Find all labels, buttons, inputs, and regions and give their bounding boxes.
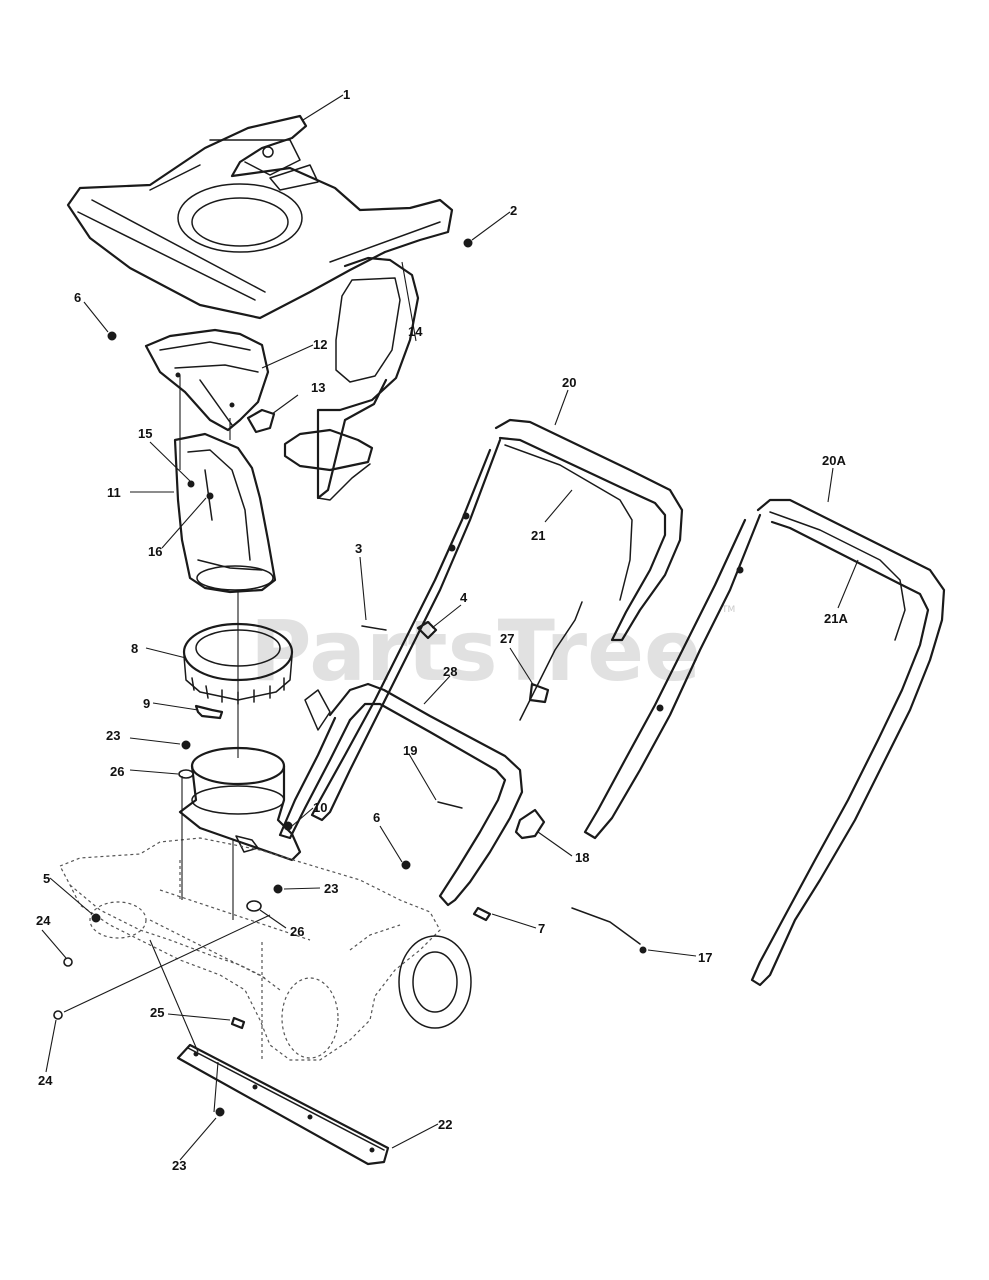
part-26-washer-b[interactable] <box>246 900 262 912</box>
callout-13: 13 <box>311 380 325 395</box>
callout-7: 7 <box>538 921 545 936</box>
part-24-bolt-a[interactable] <box>63 957 73 967</box>
callout-labels: 1 2 6 12 14 13 15 11 16 20 21 20A 21A 3 … <box>36 87 848 1173</box>
part-17-cable[interactable] <box>571 907 641 945</box>
callout-11: 11 <box>107 485 121 500</box>
callout-21: 21 <box>531 528 545 543</box>
part-18-knob[interactable] <box>514 808 546 840</box>
callout-26: 26 <box>110 764 124 779</box>
callout-19: 19 <box>403 743 417 758</box>
part-2-screw[interactable] <box>463 238 473 248</box>
callout-21A: 21A <box>824 611 848 626</box>
part-4-knob[interactable] <box>416 620 438 640</box>
callout-20A: 20A <box>822 453 846 468</box>
callout-12: 12 <box>313 337 327 352</box>
part-25-bolt[interactable] <box>230 1016 246 1030</box>
part-5-screw[interactable] <box>91 913 101 923</box>
part-23-nut-b[interactable] <box>273 884 283 894</box>
callout-15: 15 <box>138 426 152 441</box>
part-9-clip[interactable] <box>194 704 224 720</box>
part-6-nut-b[interactable] <box>401 860 411 870</box>
callout-4: 4 <box>460 590 468 605</box>
part-12-chute-deflector[interactable] <box>144 328 270 432</box>
part-1-shroud[interactable] <box>66 114 454 320</box>
part-7-bolt[interactable] <box>472 906 492 922</box>
part-24-bolt-b[interactable] <box>53 1010 63 1020</box>
callout-9: 9 <box>143 696 150 711</box>
callout-25: 25 <box>150 1005 164 1020</box>
part-10-chute-base[interactable] <box>178 746 302 862</box>
part-19-bolt[interactable] <box>437 801 463 809</box>
part-26-washer-a[interactable] <box>178 769 194 779</box>
alignment-lines <box>63 375 271 1113</box>
part-10-bolt[interactable] <box>283 821 293 831</box>
callout-1: 1 <box>343 87 350 102</box>
callout-10: 10 <box>313 800 327 815</box>
part-3-pin[interactable] <box>361 625 387 631</box>
callout-23: 23 <box>106 728 120 743</box>
callout-17: 17 <box>698 950 712 965</box>
callout-20: 20 <box>562 375 576 390</box>
snowthrower-frame <box>59 837 472 1061</box>
callout-8: 8 <box>131 641 138 656</box>
callout-18: 18 <box>575 850 589 865</box>
callout-16: 16 <box>148 544 162 559</box>
part-23-nut-c[interactable] <box>215 1107 225 1117</box>
part-23-nut-a[interactable] <box>181 740 191 750</box>
part-14-grip[interactable] <box>283 256 420 501</box>
callout-28: 28 <box>443 664 457 679</box>
part-20-upper-handle[interactable] <box>310 418 684 822</box>
callout-5: 5 <box>43 871 50 886</box>
part-20A-upper-handle-alt[interactable] <box>583 498 946 987</box>
callout-2: 2 <box>510 203 517 218</box>
part-22-shave-plate[interactable] <box>176 1043 390 1166</box>
part-28-lower-handle[interactable] <box>278 682 524 907</box>
callout-27: 27 <box>500 631 514 646</box>
callout-14: 14 <box>408 324 423 339</box>
watermark: PartsTree TM <box>250 602 735 700</box>
callout-22: 22 <box>438 1117 452 1132</box>
callout-26b: 26 <box>290 924 304 939</box>
part-13-knob[interactable] <box>246 408 276 434</box>
callout-3: 3 <box>355 541 362 556</box>
part-11-chute[interactable] <box>173 432 277 594</box>
callout-6b: 6 <box>373 810 380 825</box>
watermark-text: PartsTree <box>250 602 701 700</box>
callout-23b: 23 <box>324 881 338 896</box>
callout-24: 24 <box>36 913 51 928</box>
part-17-end[interactable] <box>639 946 647 954</box>
part-6-nut-top[interactable] <box>107 331 117 341</box>
callout-24b: 24 <box>38 1073 53 1088</box>
callout-23c: 23 <box>172 1158 186 1173</box>
watermark-trademark: TM <box>721 605 735 615</box>
part-27-cable[interactable] <box>519 601 583 721</box>
callout-6: 6 <box>74 290 81 305</box>
leader-lines <box>41 94 859 1161</box>
